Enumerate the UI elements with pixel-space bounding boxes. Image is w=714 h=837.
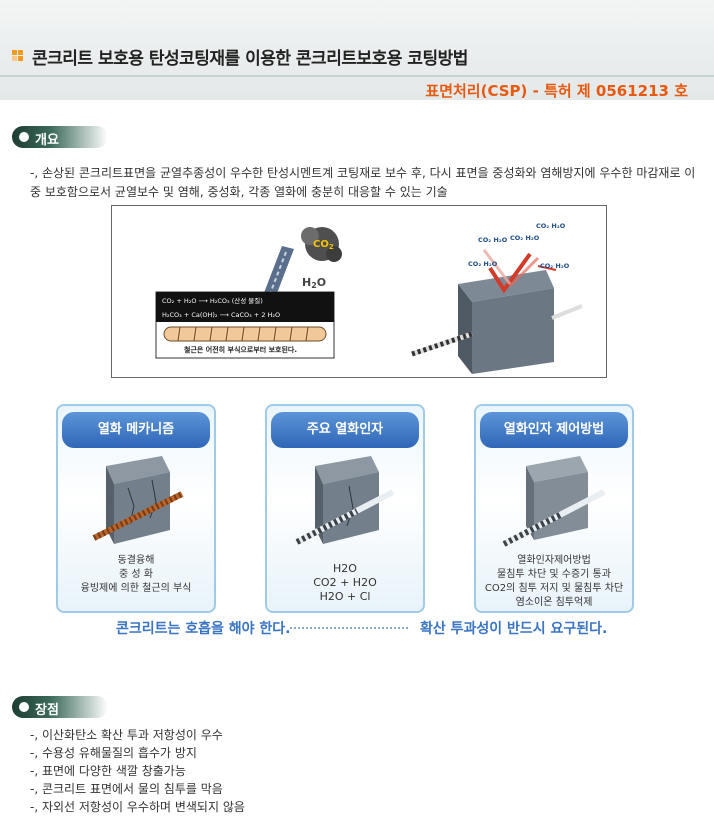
statement-permeability: 확산 투과성이 반드시 요구된다. [420,621,608,637]
diagonal-rebar-icon [262,246,294,301]
card-line: 중 성 화 [119,569,153,580]
molecule-label: CO₂ H₂O [510,234,540,242]
h2o-label: H2O [302,276,326,290]
molecule-label: CO₂ H₂O [478,236,508,244]
card-text: 동결융해 중 성 화 융빙제에 의한 철근의 부식 [58,554,214,596]
card-line: 열화인자제어방법 [517,555,591,566]
section-tag-advantages: 장점 [12,696,108,718]
molecule-label: CO₂ H₂O [540,262,570,270]
statement-breathing: 콘크리트는 호흡을 해야 한다. [116,621,291,637]
card-line: CO2의 침투 저지 및 물침투 차단 [484,583,624,594]
card-title: 열화 메카니즘 [62,412,210,448]
card-line: 융빙제에 의한 철근의 부식 [80,583,192,594]
card-title: 주요 열화인자 [271,412,419,448]
co2-molecule-icon: CO2 [301,227,342,262]
dotted-connector [290,627,408,629]
coated-cube-rebar-icon [502,456,606,547]
section-tag-overview: 개요 [12,126,108,148]
card-line: 물침투 차단 및 수증기 통과 [497,569,611,580]
diagram-figure: CO2 H2O CO₂ + H₂O ⟶ H₂CO₃ (산성 물질) H₂CO₃ … [155,222,583,374]
molecule-label: CO₂ H₂O [536,222,566,230]
advantages-list: -, 이산화탄소 확산 투과 저항성이 우수 -, 수용성 유해물질의 흡수가 … [30,726,245,816]
card-text: 열화인자제어방법 물침투 차단 및 수증기 통과 CO2의 침투 저지 및 물침… [476,554,632,610]
page-title: 콘크리트 보호용 탄성코팅재를 이용한 콘크리트보호용 코팅방법 [32,49,468,69]
carbonation-diagram: CO2 H2O CO₂ + H₂O ⟶ H₂CO₃ (산성 물질) H₂CO₃ … [111,205,607,378]
patent-subtitle: 표면처리(CSP) - 특허 제 0561213 호 [425,82,688,100]
card-line: H2O [333,562,357,575]
cube-rebar-icon [295,456,395,545]
card-line: 동결융해 [117,555,155,566]
card-deterioration-mechanism: 열화 메카니즘 동결융해 중 성 화 융빙제에 의한 철근의 부식 [56,404,216,613]
card-line: CO2 + H2O [313,576,377,589]
section-label: 장점 [35,703,59,718]
concrete-cube-icon [411,270,583,374]
header-divider [0,75,714,77]
rebar-segments-icon [163,326,327,342]
list-item: -, 자외선 저항성이 우수하며 변색되지 않음 [30,800,245,814]
bullet-dot-icon [19,702,29,712]
card-title: 열화인자 제어방법 [480,412,628,448]
rebar-caption: 철근은 어전히 부식으로부터 보호된다. [184,345,297,354]
bullet-square-icon [12,50,23,61]
card-main-factors: 주요 열화인자 H2O CO2 + H2O H2O + Cl [265,404,425,613]
cracked-cube-rebar-icon [92,456,184,544]
bullet-dot-icon [19,132,29,142]
list-item: -, 콘크리트 표면에서 물의 침투를 막음 [30,782,223,796]
equation-1: CO₂ + H₂O ⟶ H₂CO₃ (산성 물질) [162,296,263,305]
card-control-methods: 열화인자 제어방법 열화인자제어방법 물침투 차단 및 수증기 통과 CO2의 … [474,404,634,613]
card-line: 염소이온 침투억제 [515,597,593,608]
section-label: 개요 [35,133,59,148]
page-header: 콘크리트 보호용 탄성코팅재를 이용한 콘크리트보호용 코팅방법 표면처리(CS… [0,0,714,100]
molecule-label: CO₂ H₂O [468,260,498,268]
card-text: H2O CO2 + H2O H2O + Cl [267,562,423,604]
penetration-arrows-icon [482,249,557,294]
equation-2: H₂CO₃ + Ca(OH)₂ ⟶ CaCO₃ + 2 H₂O [162,311,280,319]
list-item: -, 표면에 다양한 색깔 창출가능 [30,764,186,778]
card-line: H2O + Cl [319,590,371,603]
svg-text:CO2: CO2 [313,239,334,251]
overview-text: -, 손상된 콘크리트표면을 균열추종성이 우수한 탄성시멘트계 코팅재로 보수… [30,166,696,199]
list-item: -, 수용성 유해물질의 흡수가 방지 [30,746,197,760]
list-item: -, 이산화탄소 확산 투과 저항성이 우수 [30,728,223,742]
